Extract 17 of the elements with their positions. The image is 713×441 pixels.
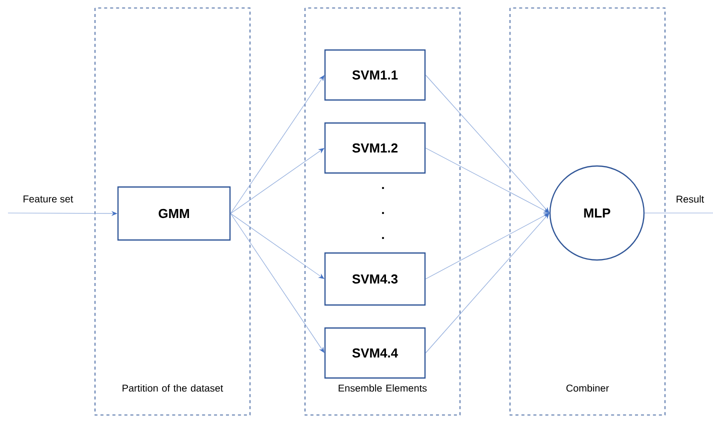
- ellipsis-dot: .: [382, 187, 384, 189]
- arrow: [230, 213, 324, 353]
- arrow: [230, 213, 324, 279]
- arrow: [230, 75, 324, 214]
- process-box: SVM1.2: [324, 122, 426, 174]
- edge-label: Result: [676, 195, 704, 203]
- arrow: [425, 74, 550, 213]
- process-box: SVM4.3: [324, 252, 426, 306]
- process-box: SVM1.1: [324, 49, 426, 101]
- process-box: GMM: [117, 186, 231, 241]
- process-box: SVM4.4: [324, 327, 426, 379]
- arrow: [425, 148, 550, 213]
- ellipsis-dot: .: [382, 212, 384, 214]
- arrow: [230, 148, 324, 214]
- arrow: [425, 213, 550, 354]
- ellipsis-dot: .: [382, 237, 384, 239]
- edge-label: Feature set: [24, 196, 74, 202]
